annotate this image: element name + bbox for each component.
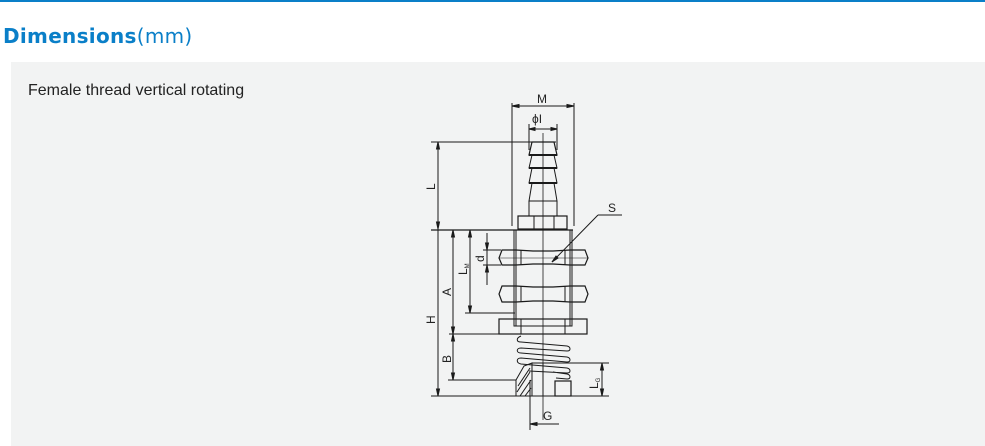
label-A: A <box>440 288 454 296</box>
label-LG: L <box>587 382 601 389</box>
label-L: L <box>424 183 438 190</box>
dimension-drawing: M ϕI L S <box>424 92 622 430</box>
section-title-text: Dimensions <box>3 24 137 48</box>
top-accent-bar <box>0 0 985 2</box>
section-title-unit: (mm) <box>136 24 193 48</box>
dimensions-panel: Female thread vertical rotating M ϕI <box>11 62 985 446</box>
label-B: B <box>440 355 454 363</box>
svg-text:LM: LM <box>456 263 471 275</box>
label-phi-I: ϕI <box>532 112 542 126</box>
svg-text:LG: LG <box>587 377 602 389</box>
label-LM-sub: M <box>465 263 471 268</box>
label-H: H <box>424 315 438 324</box>
label-G: G <box>543 409 552 423</box>
label-M: M <box>537 92 547 106</box>
product-variant-label: Female thread vertical rotating <box>28 82 245 99</box>
label-LM: L <box>456 268 470 275</box>
label-d: d <box>473 255 487 262</box>
section-title: Dimensions(mm) <box>3 24 193 48</box>
label-S: S <box>608 201 616 215</box>
label-LG-sub: G <box>596 377 602 382</box>
